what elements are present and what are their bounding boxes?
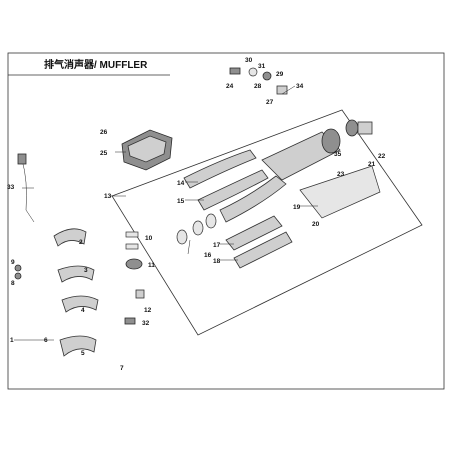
callout-25: 25 — [100, 150, 108, 157]
callout-16: 16 — [204, 252, 212, 259]
tail-pipe-cap — [345, 119, 373, 137]
bracket-18 — [233, 231, 293, 269]
callout-35: 35 — [334, 151, 342, 158]
header-pipe-5 — [59, 335, 97, 357]
leader-lines — [14, 85, 318, 341]
header-pipe-2 — [53, 228, 87, 247]
muffler-heat-shield-19 — [299, 165, 381, 219]
callout-31: 31 — [258, 63, 266, 70]
oxygen-sensor-33 — [17, 153, 35, 223]
callout-18: 18 — [213, 258, 221, 265]
callout-22: 22 — [378, 153, 386, 160]
bolts-8-9 — [14, 264, 22, 280]
middle-pipe — [219, 175, 287, 223]
callout-14: 14 — [177, 180, 185, 187]
callout-3: 3 — [84, 267, 88, 274]
diagram-frame — [7, 52, 445, 390]
callout-9: 9 — [11, 259, 15, 266]
callout-23: 23 — [337, 171, 345, 178]
callout-33: 33 — [7, 184, 15, 191]
callout-29: 29 — [276, 71, 284, 78]
clamp-ring-11 — [125, 258, 143, 270]
diagram-title: 排气消声器/ MUFFLER — [44, 58, 148, 71]
front-pipe-15 — [197, 169, 269, 211]
callout-27: 27 — [266, 99, 274, 106]
heat-shield-25 — [121, 129, 173, 171]
callout-19: 19 — [293, 204, 301, 211]
header-pipe-4 — [61, 295, 99, 313]
callout-34: 34 — [296, 83, 304, 90]
callout-7: 7 — [120, 365, 124, 372]
callout-13: 13 — [104, 193, 112, 200]
callout-8: 8 — [11, 280, 15, 287]
callout-26: 26 — [100, 129, 108, 136]
callout-5: 5 — [81, 350, 85, 357]
callout-24: 24 — [226, 83, 234, 90]
header-pipe-3 — [57, 265, 95, 283]
muffler-assembly-outline — [111, 109, 423, 336]
callout-2: 2 — [79, 239, 83, 246]
callout-28: 28 — [254, 83, 262, 90]
callout-6: 6 — [44, 337, 48, 344]
callout-4: 4 — [81, 307, 85, 314]
callout-21: 21 — [368, 161, 376, 168]
bushing-12 — [135, 289, 145, 299]
gasket-rings-16 — [176, 213, 217, 245]
callout-30: 30 — [245, 57, 253, 64]
front-pipe-14 — [183, 149, 257, 189]
callout-10: 10 — [145, 235, 153, 242]
callout-11: 11 — [148, 262, 155, 269]
muffler-can — [261, 128, 341, 181]
callout-20: 20 — [312, 221, 320, 228]
nut-32 — [124, 317, 136, 325]
callout-12: 12 — [144, 307, 152, 314]
callout-15: 15 — [177, 198, 185, 205]
callout-1: 1 — [10, 337, 14, 344]
callout-32: 32 — [142, 320, 150, 327]
springs-10 — [125, 231, 139, 250]
bracket-17 — [225, 215, 283, 251]
callout-17: 17 — [213, 242, 221, 249]
